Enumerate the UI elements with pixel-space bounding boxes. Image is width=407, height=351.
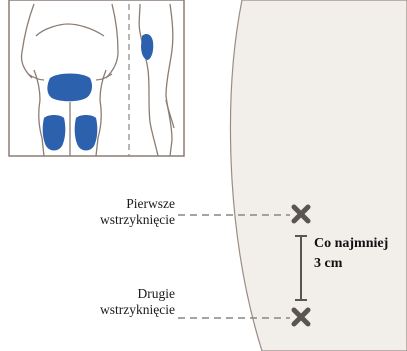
distance-label-line1: Co najmniej <box>314 234 388 254</box>
skin-closeup <box>230 0 407 351</box>
first-injection-label-line2: wstrzyknięcie <box>100 212 175 228</box>
abdomen-area <box>47 74 92 102</box>
body-inset <box>9 0 184 156</box>
second-injection-label: Drugie wstrzyknięcie <box>100 286 175 318</box>
second-injection-label-line1: Drugie <box>100 286 175 302</box>
right-thigh-area <box>75 115 98 151</box>
first-injection-label-line1: Pierwsze <box>100 196 175 212</box>
first-injection-label: Pierwsze wstrzyknięcie <box>100 196 175 228</box>
distance-label: Co najmniej 3 cm <box>314 234 388 274</box>
distance-label-line2: 3 cm <box>314 254 388 274</box>
left-thigh-area <box>43 115 66 151</box>
second-injection-label-line2: wstrzyknięcie <box>100 302 175 318</box>
